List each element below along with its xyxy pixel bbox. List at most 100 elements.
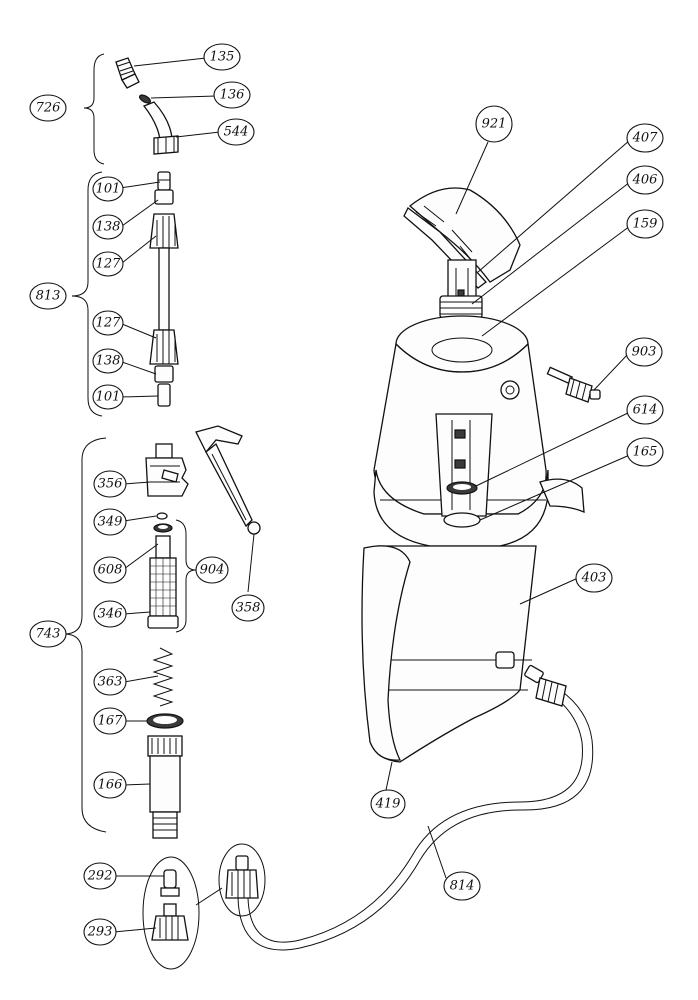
brace-904 [175,519,197,633]
label-135: 135 [203,43,241,71]
svg-text:921: 921 [482,117,507,132]
brace-726 [83,53,105,165]
label-904: 904 [195,556,229,584]
svg-text:292: 292 [87,869,113,884]
part-356-valve-body [145,443,189,497]
lance-tube [158,247,170,331]
part-903-pressure-valve [546,366,601,403]
part-293-connector-nut [151,903,189,941]
label-406: 406 [626,165,664,195]
svg-text:127: 127 [96,257,122,272]
label-614: 614 [626,395,664,425]
svg-text:813: 813 [36,289,61,304]
label-349: 349 [93,508,127,536]
label-921: 921 [475,105,513,143]
svg-text:726: 726 [36,101,61,116]
label-165: 165 [626,437,664,467]
part-136-o-ring [138,94,152,104]
label-159: 159 [626,209,664,239]
svg-text:419: 419 [375,797,401,812]
label-544: 544 [217,118,255,146]
label-814: 814 [443,871,481,901]
part-127-top-nut [149,213,179,249]
label-293: 293 [83,918,117,946]
svg-text:544: 544 [224,125,249,140]
label-358: 358 [231,594,265,622]
part-406-rod-seal [439,295,483,319]
svg-text:159: 159 [633,217,658,232]
hose-outer [237,689,594,951]
hose-inner [247,697,583,943]
part-101-top-fitting [157,171,171,191]
part-358-trigger-lever [195,425,261,535]
svg-text:167: 167 [98,714,124,729]
hose-end-group-outline [218,843,266,917]
label-127-top: 127 [92,251,124,277]
label-138-top: 138 [92,214,124,240]
connector-group-outline [142,856,200,970]
label-608: 608 [93,556,127,584]
label-292: 292 [83,862,117,890]
connector-link-line [195,887,223,906]
part-363-spring [152,647,174,707]
label-101-bottom: 101 [92,384,124,410]
svg-text:165: 165 [633,445,658,460]
label-363: 363 [93,668,127,696]
label-136: 136 [213,81,251,109]
part-165-seal [443,512,481,528]
label-407: 407 [626,123,664,153]
svg-text:903: 903 [632,345,657,360]
part-544-elbow [142,101,179,155]
svg-text:138: 138 [96,354,121,369]
svg-text:293: 293 [87,925,113,940]
part-101-bottom-fitting [157,383,171,407]
label-903: 903 [625,337,663,367]
label-101-top: 101 [92,176,124,202]
svg-text:403: 403 [581,571,607,586]
label-419: 419 [370,789,406,819]
svg-text:166: 166 [98,778,123,793]
brace-743 [63,437,107,833]
svg-text:407: 407 [632,131,659,146]
hose-end-fitting [225,855,259,899]
label-726: 726 [29,94,67,122]
tank-inner-window [435,413,493,517]
svg-text:101: 101 [96,390,121,405]
part-135-nozzle-tip [115,57,140,89]
part-349-small-ring [156,512,168,520]
svg-text:135: 135 [210,50,235,65]
brace-813 [71,171,103,417]
svg-text:349: 349 [98,515,123,530]
svg-text:127: 127 [96,316,122,331]
svg-text:608: 608 [98,563,123,578]
svg-text:136: 136 [220,88,245,103]
svg-text:358: 358 [236,601,261,616]
label-813: 813 [29,282,67,310]
svg-text:101: 101 [96,182,121,197]
label-127-bottom: 127 [92,310,124,336]
label-167: 167 [93,707,127,735]
svg-text:363: 363 [98,675,123,690]
tank-hose-connector [524,664,567,707]
svg-text:743: 743 [36,627,61,642]
part-138-bottom-ferrule [154,365,174,383]
label-346: 346 [93,600,127,628]
svg-text:356: 356 [98,477,123,492]
part-292-connector-insert [160,869,180,897]
part-346-filter [147,535,179,629]
label-403: 403 [575,563,613,593]
svg-text:346: 346 [98,607,123,622]
svg-text:406: 406 [632,173,658,188]
label-356: 356 [93,470,127,498]
svg-text:904: 904 [200,563,225,578]
label-743: 743 [29,620,67,648]
svg-text:614: 614 [633,403,658,418]
part-138-top-ferrule [154,189,174,205]
label-138-bottom: 138 [92,348,124,374]
svg-text:138: 138 [96,220,121,235]
part-127-bottom-nut [149,329,179,365]
part-166-handle-tube [147,735,183,839]
svg-text:814: 814 [450,879,475,894]
label-166: 166 [93,771,127,799]
